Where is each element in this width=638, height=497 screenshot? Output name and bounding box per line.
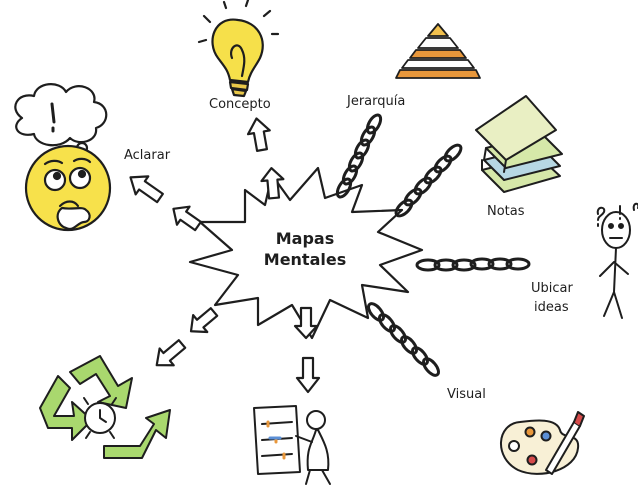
label-notas: Notas (487, 204, 525, 219)
thinking-face-icon (24, 144, 112, 232)
label-concepto: Concepto (209, 97, 271, 112)
central-topic: Mapas Mentales (250, 228, 360, 270)
confused-person-icon (596, 202, 638, 319)
label-ubicar: Ubicar (531, 281, 573, 296)
paint-palette-icon (500, 411, 585, 475)
central-topic-line-2: Mentales (263, 250, 347, 269)
light-bulb-icon (197, 0, 280, 98)
chain-icon (335, 113, 531, 377)
label-visual: Visual (447, 387, 486, 402)
recycle-clock-icon (39, 355, 171, 459)
center-burst (188, 166, 424, 340)
label-jerarquia: Jerarquía (347, 94, 406, 109)
label-aclarar: Aclarar (124, 148, 171, 163)
thought-bubble-icon (14, 83, 108, 147)
person-at-board-icon (253, 405, 331, 485)
central-topic-line-1: Mapas (275, 229, 335, 248)
pyramid-icon (395, 23, 481, 79)
label-ideas: ideas (534, 300, 569, 315)
arrow-icon (129, 117, 321, 394)
sticky-notes-icon (475, 95, 563, 193)
